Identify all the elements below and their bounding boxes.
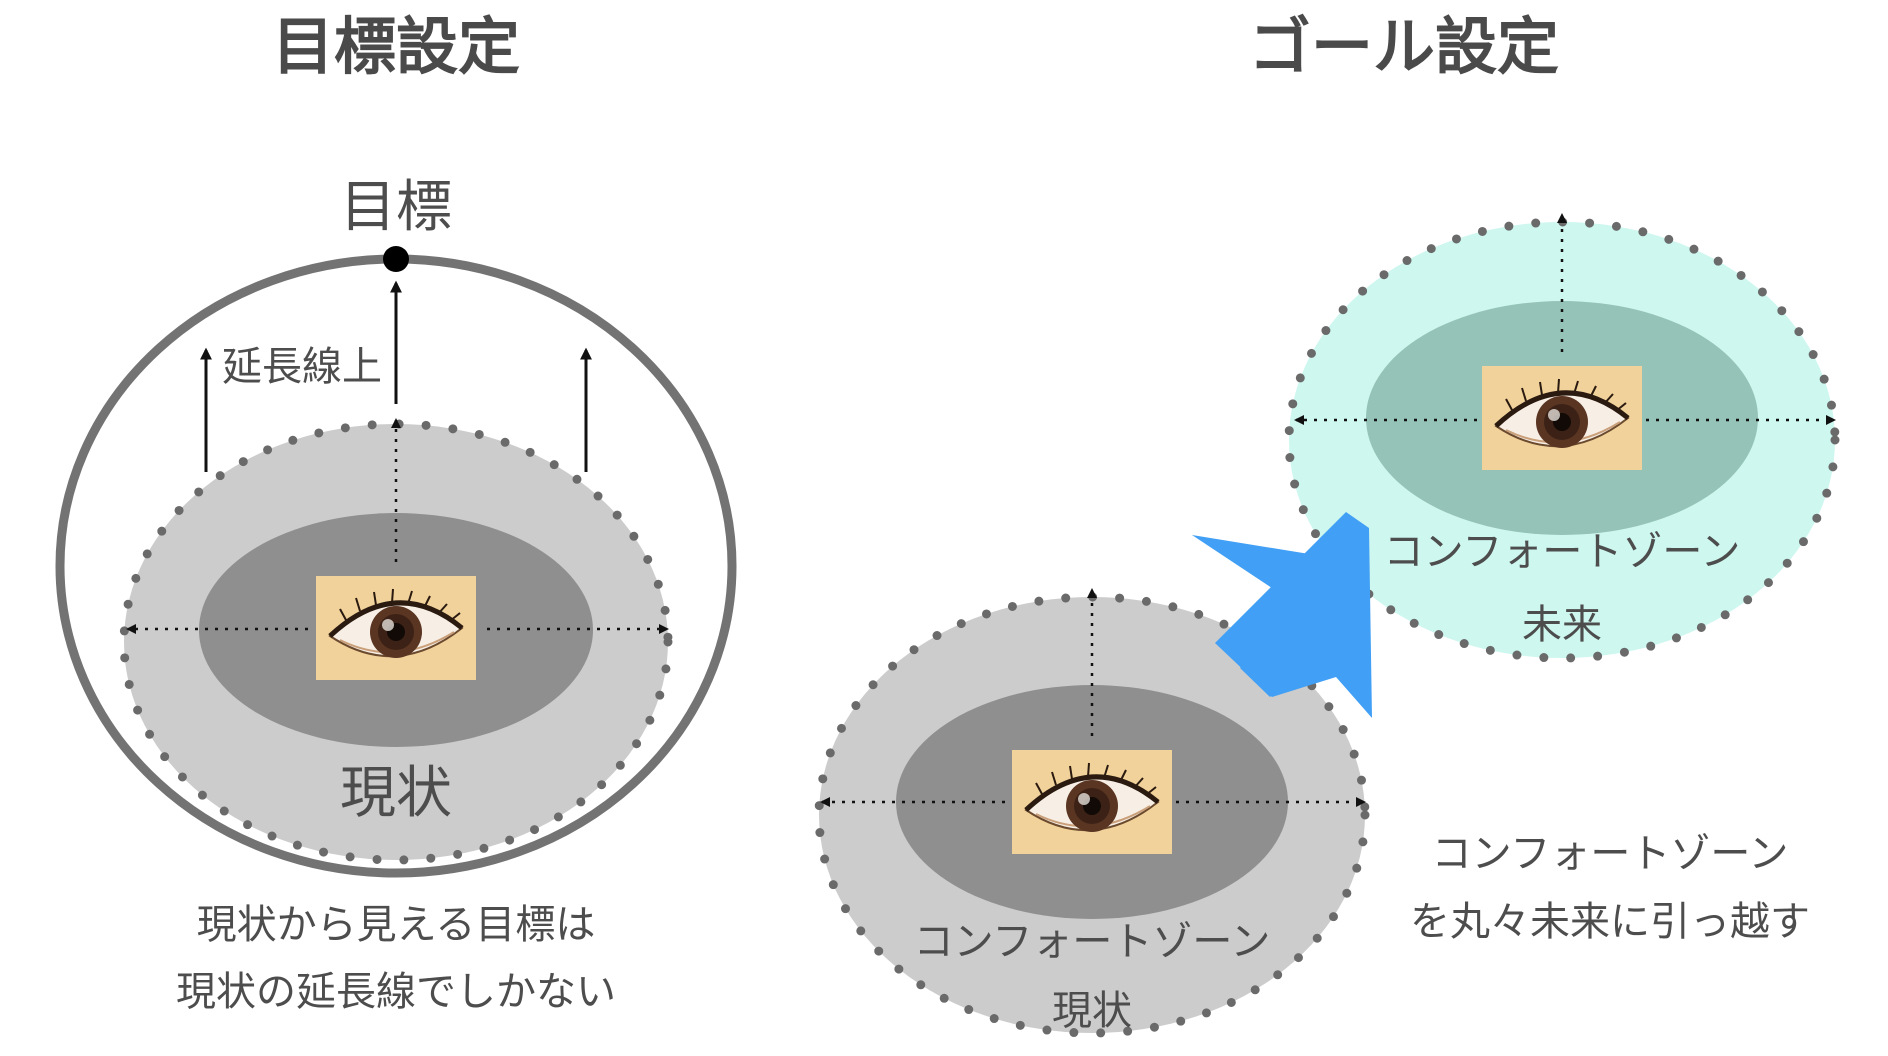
current-label: 現状 bbox=[340, 761, 452, 826]
extension-label: 延長線上 bbox=[222, 344, 382, 390]
left-heading: 目標設定 bbox=[272, 10, 520, 83]
future-eye-icon bbox=[1482, 366, 1642, 470]
move-arrow-head bbox=[1192, 535, 1346, 697]
future-zone-sub-label: 未来 bbox=[1522, 602, 1602, 648]
future-zone-label: コンフォートゾーン bbox=[1384, 529, 1741, 575]
left-caption-line-2: 現状の延長線でしかない bbox=[176, 969, 616, 1015]
current-zone-label: コンフォートゾーン bbox=[914, 919, 1271, 965]
goal-point bbox=[383, 246, 409, 272]
left-caption-line-1: 現状から見える目標は bbox=[197, 902, 596, 948]
current-eye-icon bbox=[1012, 750, 1172, 854]
current-zone-sub-label: 現状 bbox=[1052, 988, 1132, 1034]
right-caption-line-2: を丸々未来に引っ越す bbox=[1410, 899, 1810, 945]
goal-label: 目標 bbox=[340, 175, 452, 240]
left-diagram: 目標 延長線上 現状 現状から見える目標は 現状の延長線でしかない bbox=[55, 175, 737, 1015]
eye-icon bbox=[316, 576, 476, 680]
right-heading: ゴール設定 bbox=[1249, 10, 1559, 83]
right-caption-line-1: コンフォートゾーン bbox=[1432, 831, 1789, 877]
right-diagram: コンフォートゾーン 未来 コンフォートゾーン 現状 コンフォートゾーン を丸々未… bbox=[814, 213, 1840, 1038]
